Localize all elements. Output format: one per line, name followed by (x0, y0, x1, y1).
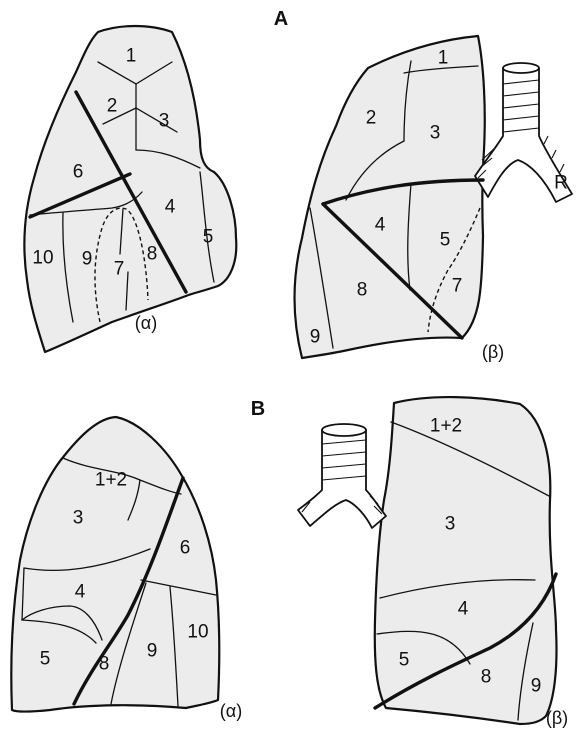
view-caption: (α) (135, 313, 157, 333)
view-caption: (β) (546, 708, 568, 728)
segment-label: 3 (445, 514, 456, 535)
segment-label: 9 (531, 676, 542, 697)
segment-label: 3 (159, 111, 170, 132)
panel-b-left-lung: 1+2 3 6 4 5 8 9 10 (α) (11, 417, 242, 721)
segment-label: 4 (165, 197, 176, 218)
segment-label: 4 (458, 599, 469, 620)
segment-label: 5 (203, 227, 214, 248)
panel-a-left-lung: 1 2 3 6 4 5 8 7 9 10 (α) (24, 26, 236, 352)
segment-label: 8 (99, 654, 110, 675)
trachea-top (322, 424, 366, 436)
view-caption: (β) (482, 342, 504, 362)
segment-label: 5 (399, 650, 410, 671)
bronchial-ring (544, 136, 548, 144)
segment-label: 2 (107, 96, 118, 117)
segment-label: 8 (357, 280, 368, 301)
segment-label: 5 (40, 649, 51, 670)
trachea-top (503, 63, 539, 73)
segment-label: 4 (75, 582, 86, 603)
bronchial-ring (560, 164, 564, 172)
segment-label: 1+2 (95, 470, 127, 491)
trachea-left-bronchus (298, 424, 386, 528)
segment-label: 1 (126, 46, 137, 67)
panel-b-right-lung: 1+2 3 4 5 8 9 (β) (298, 397, 568, 728)
lung-outline (295, 36, 485, 358)
segment-label: 10 (187, 622, 208, 643)
panel-a-heading: A (274, 8, 288, 30)
panel-a-right-lung: R 1 2 3 4 5 7 8 9 (β) (295, 36, 573, 362)
segment-label: 1 (438, 48, 449, 69)
segment-label: 10 (32, 248, 53, 269)
segment-label: 9 (310, 327, 321, 348)
segment-label: 9 (147, 641, 158, 662)
segment-label: 8 (481, 667, 492, 688)
segment-label: 1+2 (430, 416, 462, 437)
segment-label: 2 (366, 108, 377, 129)
bronchus-label: R (554, 173, 568, 194)
segment-label: 3 (73, 508, 84, 529)
panel-b-heading: B (251, 398, 265, 420)
trachea-outline (298, 430, 386, 528)
segment-label: 9 (82, 249, 93, 270)
segment-label: 6 (180, 538, 191, 559)
segment-label: 8 (147, 244, 158, 265)
lung-outline (375, 397, 557, 724)
segment-label: 5 (440, 230, 451, 251)
segment-label: 7 (114, 259, 125, 280)
segment-label: 4 (375, 215, 386, 236)
segment-label: 6 (73, 162, 84, 183)
view-caption: (α) (220, 701, 242, 721)
segment-label: 3 (430, 123, 441, 144)
segment-label: 7 (452, 276, 463, 297)
bronchial-ring (552, 150, 556, 158)
